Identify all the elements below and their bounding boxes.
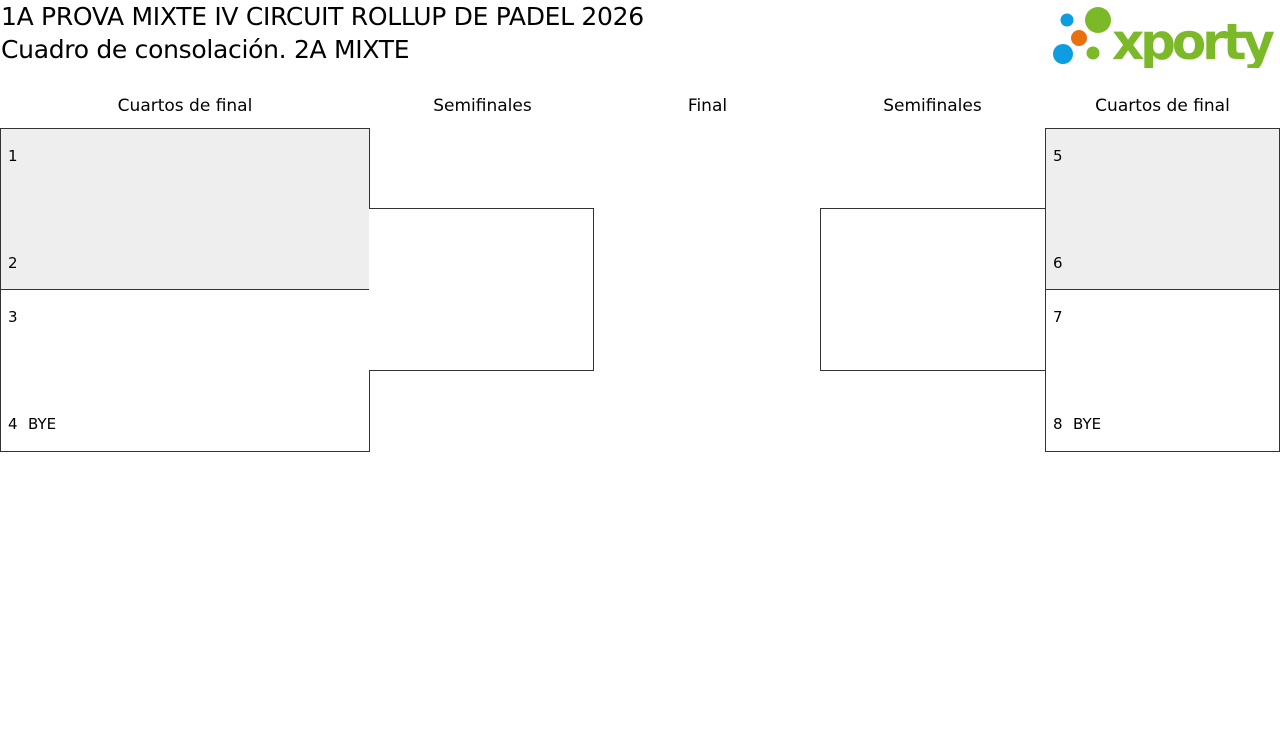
match[interactable]: 5 6 (1046, 129, 1279, 290)
svg-text:xporty: xporty (1112, 13, 1274, 68)
left-semifinal-match[interactable] (369, 208, 594, 371)
round-header-left-quarters: Cuartos de final (117, 96, 253, 116)
xporty-logo[interactable]: xporty (1050, 4, 1278, 68)
team-slot: 5 (1053, 147, 1063, 165)
team-slot: 3 (8, 308, 18, 326)
round-header-left-semis: Semifinales (433, 96, 532, 116)
team-slot: 1 (8, 147, 18, 165)
team-slot: 6 (1053, 254, 1063, 272)
round-header-final: Final (687, 96, 728, 116)
right-semifinal-match[interactable] (820, 208, 1045, 371)
draw-subtitle: Cuadro de consolación. 2A MIXTE (1, 35, 410, 64)
round-header-right-quarters: Cuartos de final (1095, 96, 1230, 116)
match[interactable]: 1 2 (1, 129, 369, 290)
round-header-right-semis: Semifinales (883, 96, 982, 116)
tournament-title: 1A PROVA MIXTE IV CIRCUIT ROLLUP DE PADE… (1, 2, 644, 31)
team-slot: 7 (1053, 308, 1063, 326)
team-slot: 2 (8, 254, 18, 272)
